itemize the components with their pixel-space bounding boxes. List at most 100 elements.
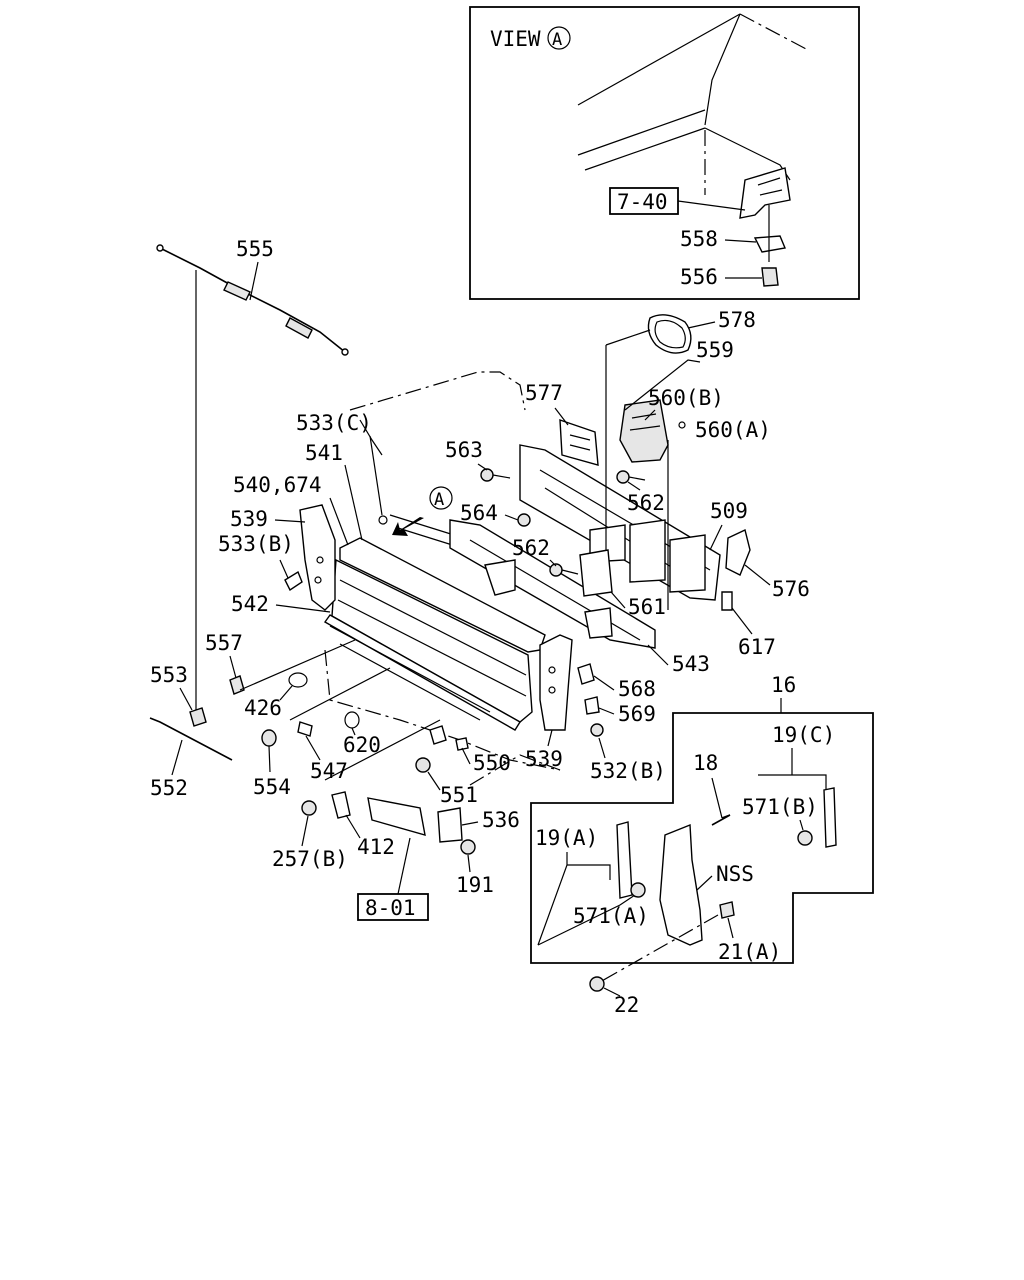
pin-547-icon: [297, 721, 313, 737]
bolt-562a-icon: [616, 470, 646, 484]
label-8-01: 8-01: [365, 896, 416, 920]
bracket-561: [579, 549, 613, 597]
clip-21a: [719, 901, 735, 919]
label-577: 577: [525, 381, 563, 405]
latch-550-icon: [429, 725, 469, 751]
label-554: 554: [253, 775, 291, 799]
label-542: 542: [231, 592, 269, 616]
cable-555: [156, 244, 349, 356]
bolt-532b-icon: [590, 723, 604, 737]
label-543: 543: [672, 652, 710, 676]
gasket-578: [647, 314, 692, 354]
label-556: 556: [680, 265, 718, 289]
label-568: 568: [618, 677, 656, 701]
label-569: 569: [618, 702, 656, 726]
screw-22-icon: [589, 976, 605, 992]
label-560b: 560(B): [648, 386, 724, 410]
bolt-257b-icon: [301, 800, 317, 816]
label-19a: 19(A): [535, 826, 598, 850]
label-16: 16: [771, 673, 796, 697]
label-550: 550: [473, 751, 511, 775]
label-7-40: 7-40: [617, 190, 668, 214]
label-563: 563: [445, 438, 483, 462]
view-a-inset-box: [469, 6, 860, 300]
label-509: 509: [710, 499, 748, 523]
label-533b: 533(B): [218, 532, 294, 556]
corner-panel-nss: [659, 823, 703, 946]
view-a-cab-outline: [577, 13, 809, 287]
label-571b: 571(B): [742, 795, 818, 819]
label-191: 191: [456, 873, 494, 897]
label-571a: 571(A): [573, 904, 649, 928]
label-412: 412: [357, 835, 395, 859]
label-551: 551: [440, 783, 478, 807]
grommet-568: [577, 663, 595, 685]
label-562-lower: 562: [512, 536, 550, 560]
bracket-539-right: [539, 634, 573, 731]
label-536: 536: [482, 808, 520, 832]
label-578: 578: [718, 308, 756, 332]
label-nss: NSS: [716, 862, 754, 886]
clip-557-icon: [229, 675, 245, 695]
fastener-571b-icon: [797, 830, 813, 846]
bracket-577: [559, 419, 599, 466]
label-257b: 257(B): [272, 847, 348, 871]
label-426: 426: [244, 696, 282, 720]
grommet-569: [584, 696, 600, 715]
clip-617: [721, 591, 733, 611]
view-a-circle-letter: A: [552, 30, 562, 50]
leader-558: [724, 239, 757, 243]
label-21a: 21(A): [718, 940, 781, 964]
view-a-marker-letter: A: [434, 490, 444, 510]
panel-559: [619, 399, 669, 463]
label-620: 620: [343, 733, 381, 757]
cross-member-543: [449, 519, 656, 649]
label-547: 547: [310, 759, 348, 783]
label-533c: 533(C): [296, 411, 372, 435]
clip-553-icon: [189, 707, 207, 727]
clip-18: [711, 814, 731, 826]
label-560a: 560(A): [695, 418, 771, 442]
bracket-412-icon: [331, 791, 351, 819]
label-557: 557: [205, 631, 243, 655]
label-539-left: 539: [230, 507, 268, 531]
bolt-563-icon: [480, 468, 511, 482]
lamp-8-01: [367, 797, 426, 836]
view-a-marker-circle-icon: [429, 486, 453, 510]
bolt-191-icon: [460, 839, 476, 855]
bracket-536-icon: [437, 807, 463, 843]
leader-555: [249, 261, 259, 301]
label-541: 541: [305, 441, 343, 465]
label-19c: 19(C): [772, 723, 835, 747]
strip-19a: [616, 821, 633, 899]
bolt-562b-icon: [549, 563, 579, 577]
view-a-label: VIEW: [490, 27, 541, 51]
label-559: 559: [696, 338, 734, 362]
label-552: 552: [150, 776, 188, 800]
bolt-551-icon: [415, 757, 431, 773]
corner-trim-box: [530, 712, 874, 964]
oval-426-icon: [288, 672, 308, 688]
label-22: 22: [614, 993, 639, 1017]
label-539-right: 539: [525, 747, 563, 771]
bracket-539-left: [284, 504, 336, 611]
oval-620-icon: [344, 711, 360, 729]
strip-19c: [823, 787, 837, 848]
nut-564-icon: [517, 513, 531, 527]
latch-576: [725, 529, 751, 576]
label-18: 18: [693, 751, 718, 775]
bushing-554-icon: [261, 729, 277, 747]
leader-7-40: [677, 200, 746, 211]
direction-arrow-icon: [392, 517, 424, 536]
ref-box-8-01: [357, 893, 429, 921]
label-532b: 532(B): [590, 759, 666, 783]
label-540-674: 540,674: [233, 473, 322, 497]
label-558: 558: [680, 227, 718, 251]
label-617: 617: [738, 635, 776, 659]
rod-552: [149, 717, 233, 761]
label-553: 553: [150, 663, 188, 687]
view-a-circle-icon: [547, 26, 571, 50]
label-561: 561: [628, 595, 666, 619]
